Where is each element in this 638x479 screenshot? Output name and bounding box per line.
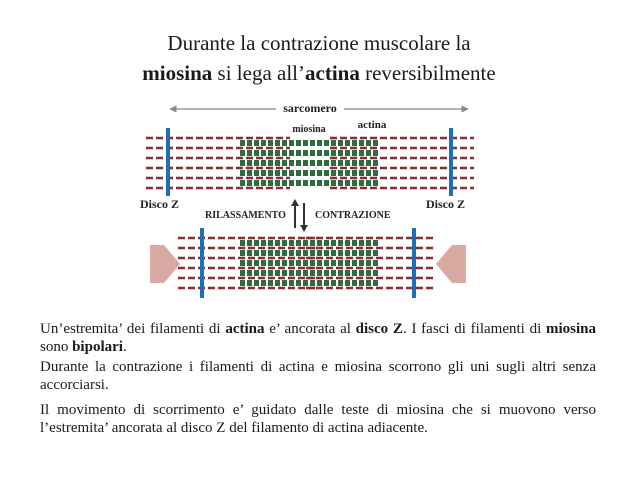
reversible-arrows-icon xyxy=(291,199,308,232)
title-myosin: miosina xyxy=(142,61,213,85)
paragraph-anchoring: Un’estremita’ dei filamenti di actina e’… xyxy=(40,320,596,356)
disc-z-left-label: Disco Z xyxy=(140,197,179,211)
paragraph-sliding: Durante la contrazione i filamenti di ac… xyxy=(40,359,596,393)
p1-text-a: Un’estremita’ dei filamenti di xyxy=(40,321,226,337)
title-actin: actina xyxy=(305,61,360,85)
p1-text-c: e’ ancorata al xyxy=(264,321,356,337)
contraction-label: CONTRAZIONE xyxy=(315,210,391,221)
p1-text-e: . I fasci di filamenti di xyxy=(402,321,546,337)
p1-text-g: sono xyxy=(40,339,73,355)
sarcomere-label: sarcomero xyxy=(283,101,337,115)
paragraph-movement: Il movimento di scorrimento e’ guidato d… xyxy=(40,402,596,436)
p1-actin: actina xyxy=(225,321,265,337)
p1-myosin: miosina xyxy=(545,321,596,337)
contracted-myosin-filaments xyxy=(240,240,380,286)
sarcomere-diagram: sarcomero miosina actina Disco Z Disco Z… xyxy=(140,100,474,298)
actin-label: actina xyxy=(358,119,387,131)
p1-text-i: . xyxy=(122,339,127,355)
relaxation-label: RILASSAMENTO xyxy=(205,210,286,221)
slide-title: Durante la contrazione muscolare la mios… xyxy=(0,28,638,88)
title-line-1: Durante la contrazione muscolare la xyxy=(167,31,471,55)
title-end: reversibilmente xyxy=(359,61,496,85)
p1-bipolar: bipolari xyxy=(72,339,123,355)
title-line-2: miosina si lega all’actina reversibilmen… xyxy=(0,58,638,88)
p1-disc-z: disco Z xyxy=(355,321,403,337)
myosin-label: miosina xyxy=(292,124,325,135)
disc-z-right-label: Disco Z xyxy=(426,197,465,211)
left-push-arrow-icon xyxy=(150,245,180,283)
relaxed-myosin-filaments xyxy=(240,140,380,186)
right-push-arrow-icon xyxy=(436,245,466,283)
relaxed-sarcomere xyxy=(146,128,474,196)
contracted-sarcomere xyxy=(178,228,436,298)
title-mid: si lega all’ xyxy=(212,61,306,85)
